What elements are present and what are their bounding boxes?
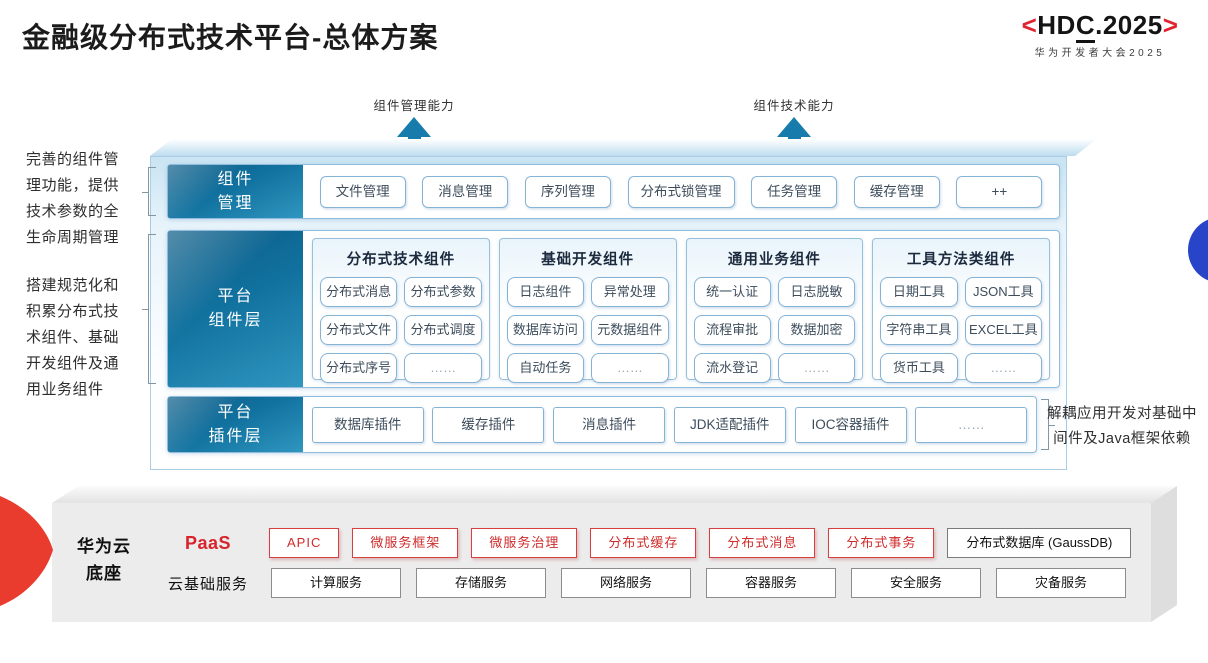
paas-service-chip: 微服务框架: [352, 528, 459, 558]
note-component-management: 完善的组件管理功能，提供技术参数的全生命周期管理: [26, 151, 120, 246]
hdc-2025-logo: <HDC.2025> 华为开发者大会2025: [998, 10, 1202, 59]
plugin-chip: IOC容器插件: [794, 406, 907, 443]
paas-items: APIC 微服务框架微服务治理分布式缓存分布式消息分布式事务: [269, 528, 935, 558]
column-title: 基础开发组件: [541, 252, 635, 268]
iaas-items: 计算服务存储服务网络服务容器服务安全服务灾备服务: [271, 568, 1126, 598]
logo-right-angle: >: [1162, 10, 1179, 40]
paas-label: PaaS: [184, 532, 232, 553]
component-chip: ……: [404, 353, 482, 383]
arrow-label: 组件技术能力: [753, 99, 835, 113]
component-chip: 日志脱敏: [777, 277, 856, 307]
component-chip: EXCEL工具: [964, 315, 1042, 345]
component-chip: ++: [956, 175, 1043, 208]
component-chip: 分布式锁管理: [627, 175, 735, 208]
plugin-chip: 消息插件: [553, 406, 666, 443]
up-arrow-icon: [777, 117, 811, 137]
component-chip: 消息管理: [422, 175, 509, 208]
right-bracket-row3: [1041, 399, 1055, 450]
cloud-base-slab: [52, 503, 1151, 622]
component-chip: 任务管理: [751, 175, 838, 208]
red-wedge-pointer: [0, 496, 53, 606]
logo-left-angle: <: [1021, 10, 1038, 40]
left-bracket-row2: [142, 234, 156, 384]
iaas-service-chip: 网络服务: [561, 568, 691, 598]
component-chip: 数据库访问: [506, 315, 585, 345]
platform-slab-top-face: [150, 139, 1097, 156]
iaas-label: 云基础服务: [167, 575, 248, 593]
note-platform-components: 搭建规范化和积累分布式技术组件、基础开发组件及通用业务组件: [26, 277, 120, 398]
component-chip: ……: [777, 353, 856, 383]
component-chip: 自动任务: [506, 353, 585, 383]
cloud-slab-top-face: [52, 486, 1177, 503]
component-chip: 分布式文件: [320, 315, 398, 345]
cloud-base-label: 华为云 底座: [77, 537, 131, 583]
paas-service-chip: 微服务治理: [471, 528, 578, 558]
hdc-logo-subtitle: 华为开发者大会2025: [1034, 48, 1166, 59]
component-chip: 缓存管理: [853, 175, 940, 208]
cloud-slab-side-face: [1151, 486, 1177, 622]
row-platform-components: 平台 组件层 分布式技术组件 分布式消息分布式参数分布式文件分布式调度分布式序号…: [167, 230, 1060, 388]
iaas-service-chip: 计算服务: [271, 568, 401, 598]
column-title: 工具方法类组件: [906, 252, 1016, 268]
paas-service-chip: 分布式消息: [709, 528, 816, 558]
component-chip: 数据加密: [777, 315, 856, 345]
row-label-platform-components: 平台 组件层: [168, 231, 303, 387]
column-common-business: 通用业务组件 统一认证日志脱敏流程审批数据加密流水登记……: [685, 238, 864, 383]
component-chip: 分布式调度: [404, 315, 482, 345]
component-chip: JSON工具: [964, 277, 1042, 307]
component-chip: 货币工具: [880, 353, 958, 383]
row-component-management: 组件 管理 文件管理消息管理序列管理分布式锁管理任务管理缓存管理 ++: [167, 164, 1060, 219]
page-title: 金融级分布式技术平台-总体方案: [22, 22, 439, 53]
component-chip: 分布式参数: [404, 277, 482, 307]
blue-circle-decoration: [1188, 217, 1208, 283]
component-management-items: 文件管理消息管理序列管理分布式锁管理任务管理缓存管理 ++: [303, 165, 1059, 218]
hdc-logo-text: <HDC.2025>: [998, 10, 1202, 43]
plugin-chip: ……: [915, 406, 1028, 443]
row-label-platform-plugins: 平台 插件层: [168, 397, 303, 452]
plugin-chip: 数据库插件: [311, 406, 424, 443]
note-plugin-layer: 解耦应用开发对基础中间件及Java框架依赖: [1047, 406, 1197, 447]
paas-service-chip: 分布式事务: [828, 528, 935, 558]
paas-row: PaaS APIC 微服务框架微服务治理分布式缓存分布式消息分布式事务 分布式数据…: [160, 528, 1132, 558]
component-chip: ……: [964, 353, 1042, 383]
column-distributed-tech: 分布式技术组件 分布式消息分布式参数分布式文件分布式调度分布式序号……: [312, 238, 490, 383]
iaas-row: 云基础服务 计算服务存储服务网络服务容器服务安全服务灾备服务: [160, 568, 1126, 598]
component-chip: 文件管理: [319, 175, 406, 208]
left-bracket-row1: [142, 167, 156, 216]
component-chip: 统一认证: [693, 277, 771, 307]
component-chip: 流程审批: [693, 315, 771, 345]
component-chip: 流水登记: [693, 353, 771, 383]
component-chip: 元数据组件: [591, 315, 669, 345]
iaas-service-chip: 存储服务: [416, 568, 546, 598]
column-title: 分布式技术组件: [346, 252, 456, 268]
component-chip: 字符串工具: [880, 315, 958, 345]
column-basic-dev: 基础开发组件 日志组件异常处理数据库访问元数据组件自动任务……: [498, 238, 677, 383]
paas-service-chip: 分布式缓存: [590, 528, 697, 558]
component-chip: 分布式序号: [320, 353, 398, 383]
iaas-service-chip: 灾备服务: [996, 568, 1126, 598]
component-chip: 序列管理: [524, 175, 611, 208]
gaussdb-chip: 分布式数据库 (GaussDB): [947, 528, 1132, 558]
plugin-chip: JDK适配插件: [673, 406, 786, 443]
column-title: 通用业务组件: [727, 252, 821, 268]
component-chip: 分布式消息: [320, 277, 398, 307]
plugin-chip: 缓存插件: [432, 406, 545, 443]
component-chip: 日期工具: [880, 277, 958, 307]
iaas-service-chip: 安全服务: [851, 568, 981, 598]
up-arrow-icon: [397, 117, 431, 137]
iaas-service-chip: 容器服务: [706, 568, 836, 598]
arrow-label: 组件管理能力: [373, 99, 455, 113]
row-label-component-management: 组件 管理: [168, 165, 303, 218]
component-chip: 异常处理: [591, 277, 669, 307]
paas-service-chip: APIC: [269, 528, 340, 558]
component-chip: 日志组件: [506, 277, 585, 307]
component-chip: ……: [591, 353, 669, 383]
